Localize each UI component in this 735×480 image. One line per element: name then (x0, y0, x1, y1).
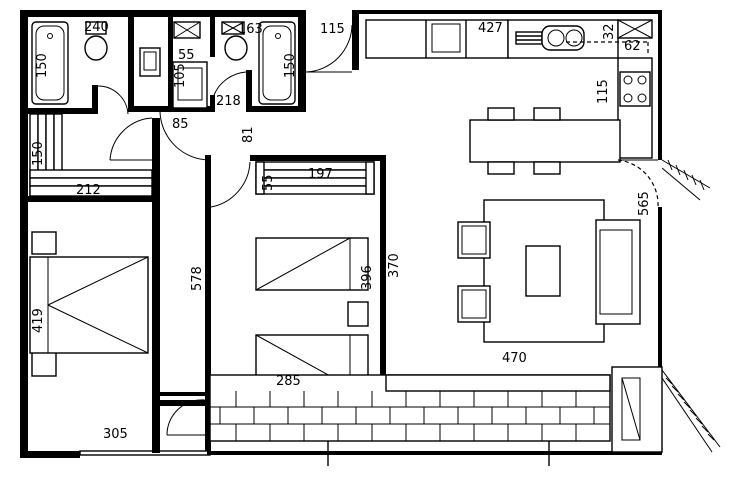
dim-wc-sink-width: 55 (178, 48, 195, 63)
dim-island-depth: 115 (596, 79, 611, 104)
dim-bath1-tub-width: 240 (84, 20, 109, 35)
dim-bedroom1-height: 419 (31, 308, 46, 333)
dim-balcony-door: 565 (637, 191, 652, 216)
outer-walls (20, 10, 662, 458)
dim-corridor-length: 578 (190, 266, 205, 291)
balcony (209, 159, 721, 466)
dim-bedroom2-width: 285 (276, 374, 301, 389)
dim-bedroom2-inner-height: 396 (360, 265, 375, 290)
dim-wardrobe2-length: 197 (308, 167, 333, 182)
dim-wc-sink-depth: 105 (173, 63, 188, 88)
dim-door-85: 85 (172, 117, 189, 132)
dim-kitchen-counter: 427 (478, 21, 503, 36)
dim-bath1-tub-length: 150 (35, 53, 50, 78)
wc-sink (139, 21, 208, 109)
bathroom-left (31, 21, 108, 105)
dimension-labels: 240 150 55 105 163 150 115 427 32 62 115… (31, 20, 652, 442)
balcony-tiles (219, 391, 595, 441)
dim-bedroom1-width: 305 (103, 427, 128, 442)
bedroom1-furniture (29, 231, 149, 377)
dim-kitchen-corner: 62 (624, 39, 641, 54)
living-furniture (457, 199, 641, 343)
dim-kitchen-sink: 32 (602, 23, 617, 40)
dim-entry-door: 115 (320, 22, 345, 37)
wardrobe-bedroom1 (29, 113, 153, 197)
dim-bedroom2-height: 370 (387, 253, 402, 278)
kitchen-island (469, 107, 659, 208)
dim-bath2-tub-length: 150 (283, 53, 298, 78)
bedroom2-furniture (255, 237, 369, 388)
dim-wardrobe2-depth: 55 (261, 174, 276, 191)
bathroom-right (221, 21, 296, 105)
dim-wardrobe1-length: 212 (76, 183, 101, 198)
dim-wardrobe1-depth: 150 (31, 141, 46, 166)
wardrobe-bedroom2 (255, 161, 375, 195)
kitchen (365, 19, 653, 159)
dim-living-width: 470 (502, 351, 527, 366)
dim-bath2-tub-width: 163 (238, 22, 263, 37)
dim-door-81: 81 (241, 126, 256, 143)
door-swings (97, 24, 353, 436)
dim-hall-width: 218 (216, 94, 241, 109)
